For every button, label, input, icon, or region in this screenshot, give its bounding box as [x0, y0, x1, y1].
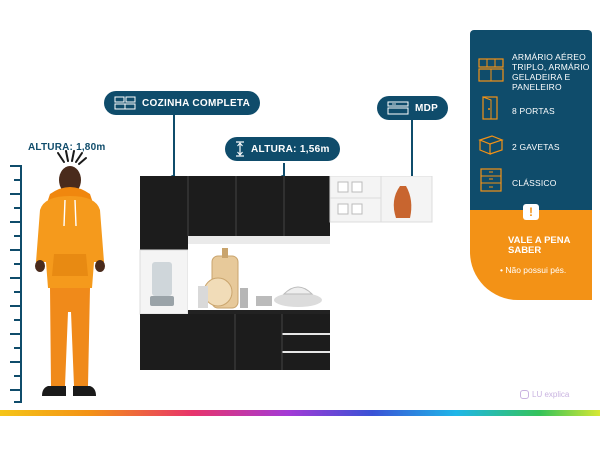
rainbow-bar — [0, 410, 600, 416]
brand-mark-icon — [520, 390, 529, 399]
notice-text: • Não possui pés. — [500, 265, 567, 275]
features-panel: ARMÁRIO AÉREO TRIPLO, ARMÁRIO GELADEIRA … — [470, 30, 592, 210]
kitchen-illustration — [139, 176, 433, 370]
brand-name: LU explica — [532, 390, 570, 399]
wardrobe-icon — [478, 57, 504, 87]
person-height-label: ALTURA: 1,80m — [28, 142, 106, 153]
drawer-icon — [478, 132, 504, 161]
material-label: MDP — [415, 102, 439, 114]
cabinet-height-callout: ALTURA: 1,56m — [225, 137, 340, 161]
person-illustration — [35, 150, 105, 396]
feature-item: ARMÁRIO AÉREO TRIPLO, ARMÁRIO GELADEIRA … — [478, 52, 592, 92]
feature-text: ARMÁRIO AÉREO TRIPLO, ARMÁRIO GELADEIRA … — [512, 52, 590, 92]
kitchen-icon — [114, 96, 136, 110]
feature-item: 8 PORTAS — [478, 96, 555, 125]
board-icon — [387, 101, 409, 115]
exclamation-icon: ! — [523, 204, 539, 220]
feature-text: 8 PORTAS — [512, 105, 555, 116]
kitchen-callout-label: COZINHA COMPLETA — [142, 97, 251, 109]
height-callout-line — [283, 163, 285, 177]
material-callout-line — [411, 120, 413, 184]
cabinet-height-label: ALTURA: 1,56m — [251, 143, 330, 155]
kitchen-callout-line — [173, 115, 175, 178]
door-icon — [478, 96, 504, 125]
feature-item: 2 GAVETAS — [478, 132, 560, 161]
feature-text: CLÁSSICO — [512, 177, 557, 188]
cabinet-icon — [478, 168, 504, 197]
vertical-arrow-icon — [235, 141, 245, 157]
kitchen-callout: COZINHA COMPLETA — [104, 91, 261, 115]
feature-item: CLÁSSICO — [478, 168, 557, 197]
feature-text: 2 GAVETAS — [512, 141, 560, 152]
height-ruler — [8, 165, 22, 403]
notice-box: ! VALE A PENA SABER • Não possui pés. — [470, 204, 592, 300]
material-callout: MDP — [377, 96, 449, 120]
notice-title: VALE A PENA SABER — [508, 235, 571, 256]
brand-logo: LU explica — [520, 390, 569, 399]
